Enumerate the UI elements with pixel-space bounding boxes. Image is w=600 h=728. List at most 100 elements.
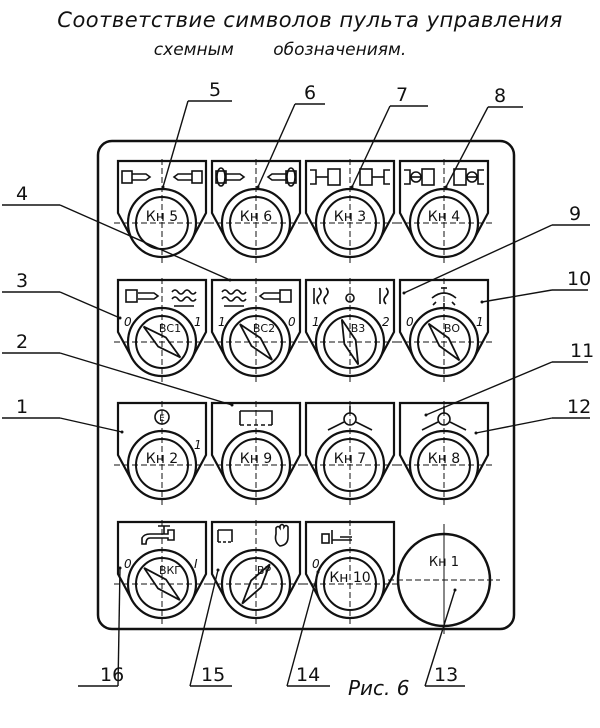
dial-label: ВР [257, 564, 272, 577]
position-label-left: 0 [406, 315, 414, 329]
callout-dot-3 [118, 316, 122, 320]
callout-number-2: 2 [16, 331, 28, 353]
position-label-right: 0 [288, 315, 296, 329]
diagram-title-line1: Соответствие символов пульта управления [57, 8, 563, 32]
position-label-right: 1 [476, 315, 484, 329]
callout-dot-16 [118, 566, 122, 570]
dial-label: В3 [351, 322, 366, 335]
valve-bar [138, 292, 160, 300]
diagram-title-line2: схемным обозначениям. [153, 40, 407, 60]
wave-1 [171, 289, 197, 295]
callout-number-8: 8 [494, 85, 506, 107]
control-kn10[interactable]: Кн 100 [302, 520, 398, 624]
dial-label: Кн 5 [146, 209, 178, 225]
control-kn1[interactable]: Кн 1 [388, 524, 500, 634]
callout-dot-9 [402, 291, 406, 295]
rotary-knob-pointer [143, 567, 181, 601]
gear-left [421, 168, 435, 186]
springs-right [379, 287, 389, 305]
control-kn9[interactable]: Кн 9 [208, 401, 304, 505]
callout-number-3: 3 [16, 270, 28, 292]
control-kn8[interactable]: Кн 8 [396, 401, 492, 505]
callout-number-11: 11 [570, 340, 594, 362]
callout-number-4: 4 [16, 183, 28, 205]
callout-leader-7 [351, 105, 391, 188]
position-label-left: 1 [312, 315, 320, 329]
gear-left [327, 168, 341, 186]
control-kn7[interactable]: Кн 7 [302, 401, 398, 505]
callout-leader-9 [403, 224, 553, 294]
frame-solid [239, 410, 273, 425]
position-label-left: 0 [312, 557, 320, 571]
position-label-right: 2 [382, 315, 390, 329]
callout-leader-14 [286, 571, 319, 687]
callout-leader-3 [59, 291, 121, 319]
gear-right [453, 168, 467, 186]
callout-leader-15 [189, 569, 219, 687]
control-kn6[interactable]: Кн 6 [208, 159, 304, 263]
wave-1 [221, 289, 247, 295]
control-kn2[interactable]: EКн 21 [114, 401, 210, 505]
figure-caption: Рис. 6 [348, 676, 410, 700]
callout-dot-8 [444, 185, 448, 189]
callout-leader-8 [445, 106, 489, 188]
callout-number-7: 7 [396, 84, 408, 106]
dial-label: Кн 9 [240, 451, 272, 467]
callout-leader-1 [59, 417, 123, 433]
panel-outline [96, 139, 516, 631]
callout-dot-4 [228, 278, 232, 282]
position-label-right: 1 [194, 315, 202, 329]
brake-right [466, 171, 478, 183]
callout-number-12: 12 [567, 396, 591, 418]
clamp-ring-left [216, 167, 226, 187]
control-kn3[interactable]: Кн 3 [302, 159, 398, 263]
rotary-knob-pointer [427, 322, 461, 362]
callout-leader-13 [424, 589, 456, 687]
control-kn5[interactable]: Кн 5 [114, 159, 210, 263]
switch-zero [321, 533, 330, 544]
callout-number-13: 13 [434, 664, 458, 686]
valve-box [279, 289, 292, 303]
gear-right [359, 168, 373, 186]
clamp-release-icon-right [191, 170, 203, 184]
control-kn4[interactable]: Кн 4 [396, 159, 492, 263]
control-v3[interactable]: В3 1 2 [302, 278, 398, 382]
callout-leader-16 [117, 567, 121, 687]
dial-label: Кн 8 [428, 451, 460, 467]
dial-label: Кн 2 [146, 451, 178, 467]
dial-label: Кн 1 [429, 555, 459, 570]
callout-dot-2 [230, 403, 234, 407]
callout-leader-12 [475, 417, 553, 434]
dial-label: ВКГ [159, 564, 181, 577]
callout-leader-5 [162, 100, 189, 188]
callout-dot-1 [120, 430, 124, 434]
callout-leader-2 [59, 352, 233, 406]
brake-left [410, 171, 422, 183]
callout-dot-15 [216, 568, 220, 572]
wave-2 [171, 296, 197, 302]
rotary-knob-pointer [239, 323, 273, 361]
control-vr[interactable]: ВР [208, 520, 304, 624]
callout-number-1: 1 [16, 396, 28, 418]
callout-dot-12 [474, 431, 478, 435]
callout-number-16: 16 [100, 664, 124, 686]
position-label-left: 1 [218, 315, 226, 329]
shaft-left [404, 169, 411, 185]
callout-dot-7 [350, 185, 354, 189]
callout-number-9: 9 [569, 203, 581, 225]
switch-lever [331, 530, 352, 544]
motor-arms [421, 421, 467, 431]
shaft-left [310, 169, 317, 185]
clamp-release-icon-right-bar [172, 173, 192, 181]
dial-label: Кн 3 [334, 209, 366, 225]
callout-number-10: 10 [567, 268, 591, 290]
motor-arms [327, 421, 373, 431]
shaft-right [383, 169, 390, 185]
rotary-knob-pointer [241, 563, 271, 605]
clamp-ring-right [286, 167, 296, 187]
